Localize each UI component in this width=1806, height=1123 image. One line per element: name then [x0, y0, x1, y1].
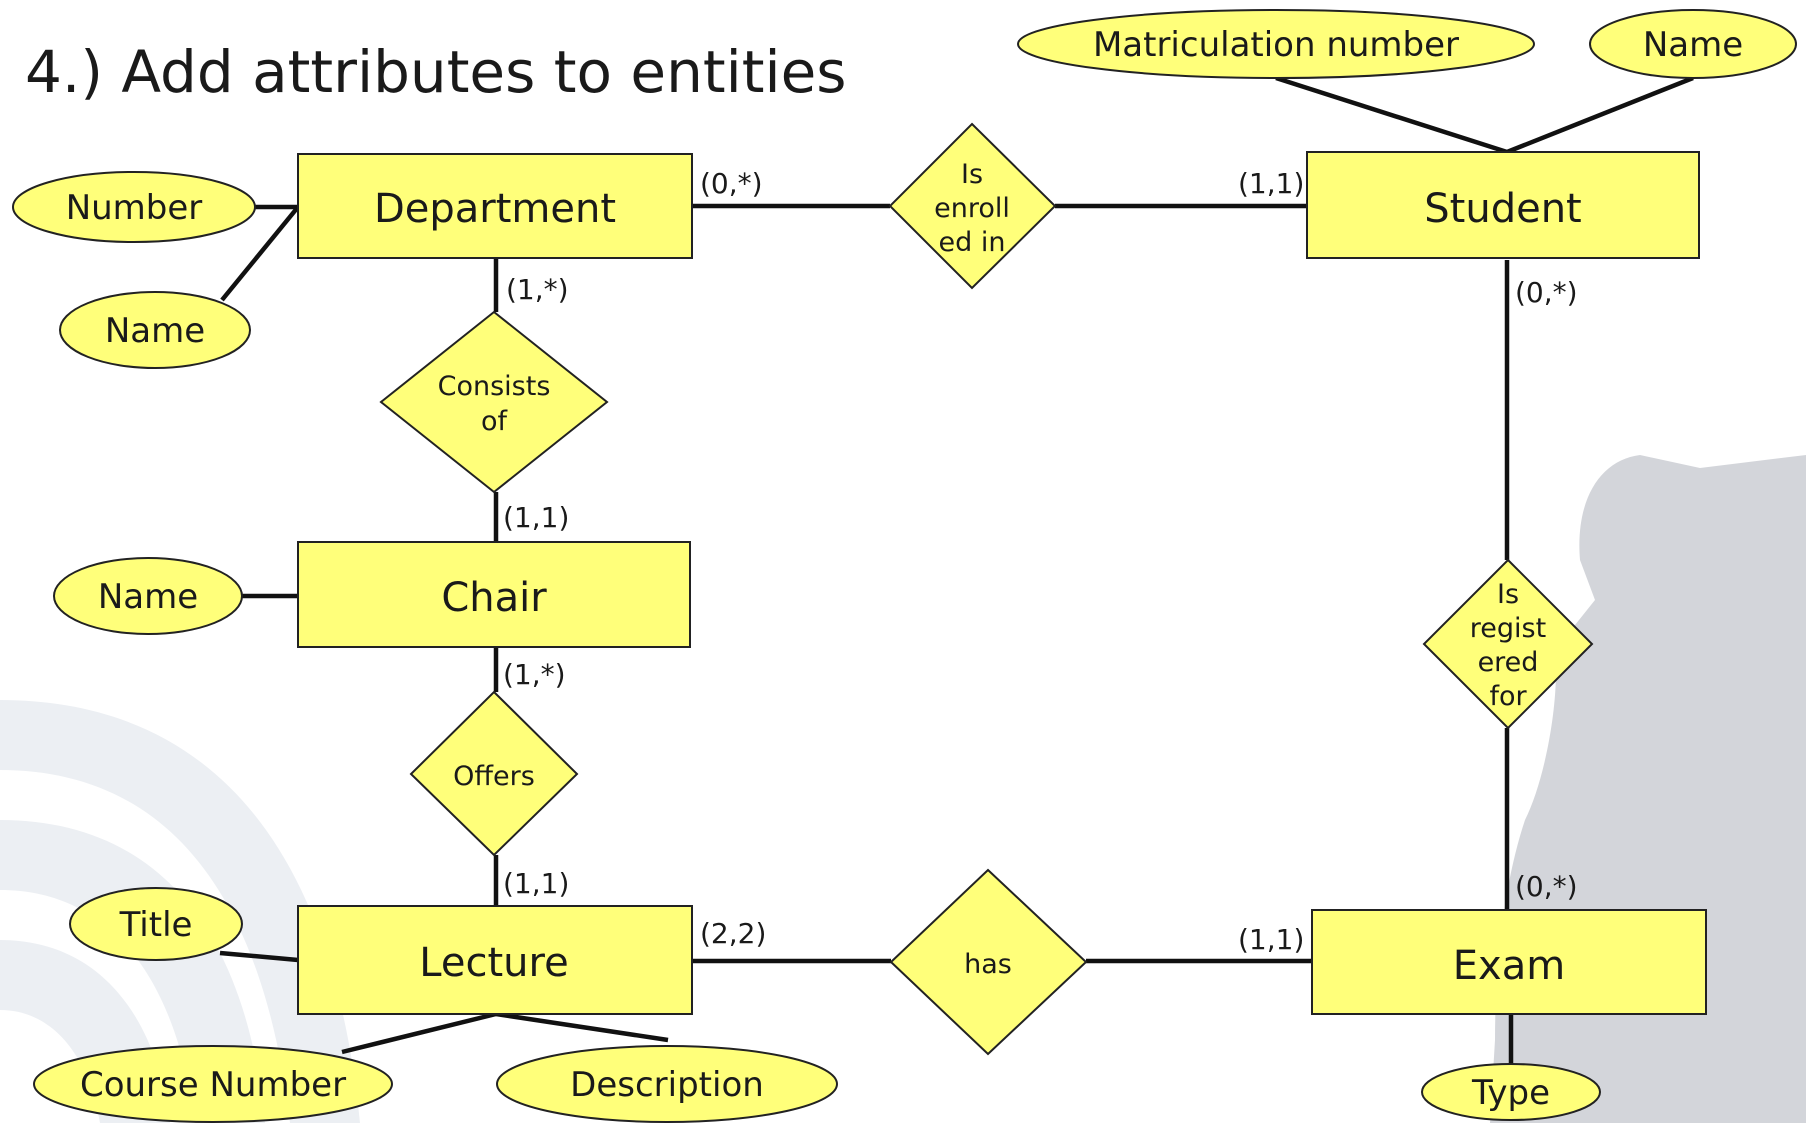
attribute-student-name: Name	[1589, 9, 1797, 79]
svg-text:Name: Name	[1643, 25, 1743, 65]
svg-text:Course Number: Course Number	[80, 1065, 346, 1105]
relationship-offers: Offers	[409, 690, 579, 857]
cardinality-exam-registered: (0,*)	[1515, 870, 1578, 903]
cardinality-lecture-offers: (1,1)	[503, 867, 569, 900]
entity-chair: Chair	[297, 541, 691, 648]
slide-title: 4.) Add attributes to entities	[25, 38, 847, 106]
attribute-lecture-title: Title	[69, 887, 243, 961]
entity-exam: Exam	[1311, 909, 1707, 1015]
cardinality-lecture-has: (2,2)	[700, 917, 766, 950]
attribute-student-matriculation-number: Matriculation number	[1017, 9, 1535, 79]
cardinality-labels: (0,*) (1,1) (1,*) (1,1) (1,*) (1,1) (2,2…	[503, 167, 1578, 956]
relationship-has: has	[889, 868, 1088, 1056]
svg-text:for: for	[1489, 681, 1527, 712]
entity-lecture-label: Lecture	[419, 940, 568, 986]
entity-lecture: Lecture	[297, 905, 693, 1015]
cardinality-department-enrolled: (0,*)	[700, 167, 763, 200]
svg-text:enroll: enroll	[934, 193, 1010, 224]
attribute-exam-type: Type	[1421, 1063, 1601, 1121]
photographer-silhouette	[1490, 455, 1806, 1123]
entity-student-label: Student	[1424, 186, 1581, 232]
entity-student: Student	[1306, 151, 1700, 259]
cardinality-student-enrolled: (1,1)	[1238, 167, 1304, 200]
line-lecture-title	[219, 950, 299, 963]
background-decoration	[0, 455, 1806, 1123]
line-lecture-course-number	[341, 1011, 497, 1055]
svg-text:Type: Type	[1471, 1073, 1550, 1113]
svg-text:regist: regist	[1470, 613, 1546, 644]
svg-text:Matriculation number: Matriculation number	[1093, 25, 1459, 65]
svg-text:Title: Title	[119, 905, 193, 945]
svg-text:Offers: Offers	[453, 761, 535, 792]
svg-text:of: of	[481, 406, 509, 437]
cardinality-chair-consists: (1,1)	[503, 501, 569, 534]
relationship-consists-of: Consists of	[379, 310, 609, 494]
entity-department: Department	[297, 153, 693, 259]
cardinality-department-consists: (1,*)	[506, 273, 569, 306]
attribute-lecture-description: Description	[496, 1045, 838, 1123]
line-student-name	[1506, 75, 1694, 155]
svg-text:Number: Number	[66, 188, 203, 228]
cardinality-student-registered: (0,*)	[1515, 276, 1578, 309]
svg-text:Description: Description	[570, 1065, 764, 1105]
line-department-name	[220, 205, 300, 302]
svg-text:ed in: ed in	[939, 227, 1006, 258]
attribute-department-name: Name	[59, 291, 251, 369]
attribute-chair-name: Name	[53, 557, 243, 635]
relationship-is-registered-for: Is regist ered for	[1422, 558, 1594, 730]
svg-text:Consists: Consists	[438, 371, 551, 402]
relationship-is-enrolled-in: Is enroll ed in	[888, 122, 1057, 290]
svg-text:Name: Name	[105, 311, 205, 351]
attribute-lecture-course-number: Course Number	[33, 1045, 393, 1123]
entity-exam-label: Exam	[1453, 943, 1565, 989]
svg-text:Name: Name	[98, 577, 198, 617]
entity-department-label: Department	[374, 186, 616, 232]
svg-text:ered: ered	[1478, 647, 1539, 678]
attribute-department-number: Number	[12, 171, 256, 243]
svg-text:has: has	[964, 949, 1012, 980]
cardinality-exam-has: (1,1)	[1238, 923, 1304, 956]
line-student-matriculation	[1275, 75, 1508, 155]
connector-lines	[219, 75, 1694, 1067]
svg-text:Is: Is	[1497, 579, 1519, 610]
svg-text:Is: Is	[961, 159, 983, 190]
cardinality-chair-offers: (1,*)	[503, 658, 566, 691]
entity-chair-label: Chair	[441, 575, 547, 621]
line-lecture-description	[495, 1011, 669, 1043]
